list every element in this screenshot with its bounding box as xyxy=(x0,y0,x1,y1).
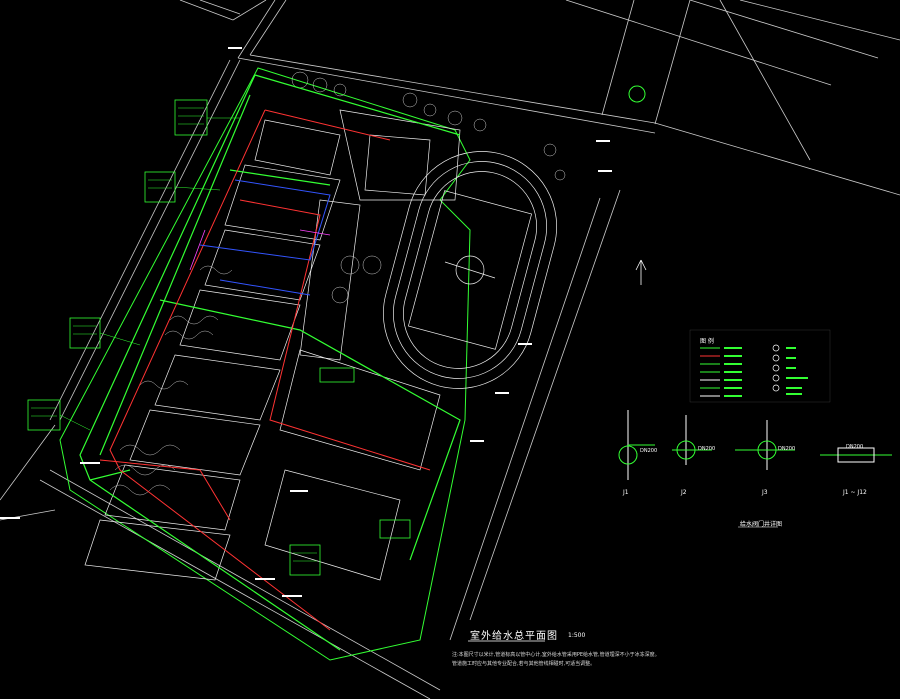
legend-title: 图 例 xyxy=(700,338,714,345)
water-supply-pipes xyxy=(79,74,461,651)
valve-well-details xyxy=(618,410,892,480)
annotation-text-lines xyxy=(31,107,317,562)
detail-id-1: J1 xyxy=(623,489,629,496)
drawing-note-2: 管道施工时应与其他专业配合,若与其他管线相碰时,可适当调整。 xyxy=(452,661,596,667)
tag-labels xyxy=(0,47,612,597)
running-track xyxy=(383,151,557,389)
drawing-title: 室外给水总平面图 xyxy=(470,631,558,642)
detail-dn-3: DN200 xyxy=(778,446,796,452)
drain-pipes xyxy=(199,179,331,296)
detail-dn-2: DN200 xyxy=(698,446,716,452)
drawing-note-1: 注:本图尺寸以米计,管道标高以管中心计,室外给水管采用PE给水管,管道埋深不小于… xyxy=(452,652,660,658)
drawing-scale: 1:500 xyxy=(568,632,586,639)
trees xyxy=(291,71,566,304)
accent-lines xyxy=(189,229,331,271)
detail-title: 给水阀门井详图 xyxy=(740,521,783,528)
fire-pipes xyxy=(99,109,431,631)
buildings xyxy=(84,109,461,581)
detail-dn-1: DN200 xyxy=(640,448,658,454)
north-arrow-icon xyxy=(635,259,647,285)
detail-id-4: J1 ~ J12 xyxy=(843,489,867,496)
detail-id-3: J3 xyxy=(762,489,768,496)
legend xyxy=(689,329,831,403)
site-boundary xyxy=(59,67,471,661)
landscape-patterns xyxy=(109,265,233,496)
detail-dn-4: DN200 xyxy=(846,444,864,450)
annotation-boxes xyxy=(27,99,411,576)
marker-circle-icon xyxy=(628,85,646,103)
detail-id-2: J2 xyxy=(681,489,687,496)
